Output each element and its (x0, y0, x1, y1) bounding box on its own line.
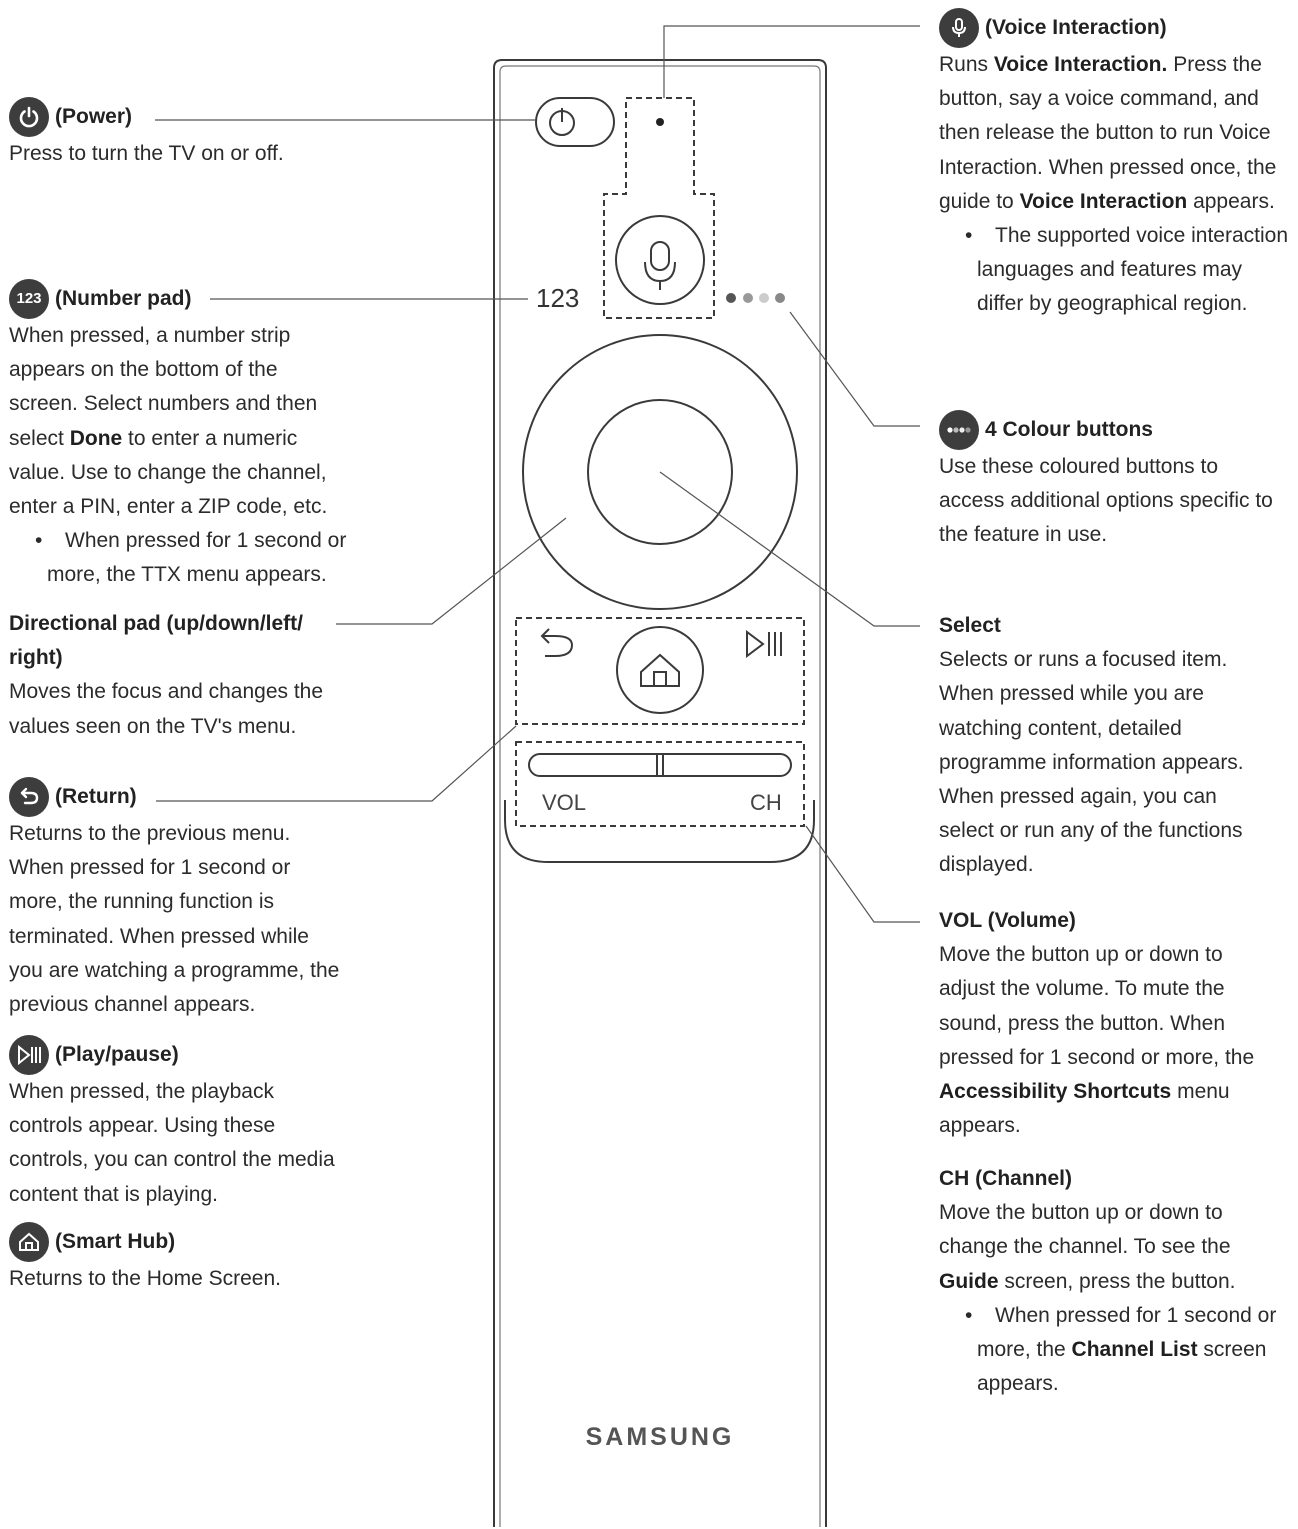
bullet: •When pressed for 1 second or (35, 529, 347, 553)
leader-select (659, 471, 920, 627)
leader-dpad (336, 517, 567, 625)
select-title: Select (939, 614, 1001, 637)
number-label: 123 (536, 283, 580, 313)
ch-label: CH (750, 790, 782, 815)
voice-section: (Voice Interaction) Runs Voice Interacti… (939, 8, 1298, 322)
leader-vol-ch (805, 825, 920, 923)
select-section: Select Selects or runs a focused item. W… (939, 609, 1298, 883)
remote-select-button (587, 399, 733, 545)
power-icon (9, 97, 49, 137)
leader-return (156, 725, 517, 802)
remote-colour-dot (759, 293, 769, 303)
remote-body (493, 59, 827, 1527)
bullet: •When pressed for 1 second or (965, 1303, 1277, 1327)
power-desc: Press to turn the TV on or off. (9, 142, 284, 165)
return-section: (Return) Returns to the previous menu. W… (9, 777, 379, 1022)
brand-logo: SAMSUNG (585, 1423, 735, 1451)
dpad-title: Directional pad (up/down/left/ (9, 612, 303, 635)
smart-hub-title: (Smart Hub) (55, 1229, 176, 1253)
smart-hub-section: (Smart Hub) Returns to the Home Screen. (9, 1222, 379, 1296)
number-pad-section: 123 (Number pad) When pressed, a number … (9, 279, 379, 593)
volume-title: VOL (Volume) (939, 909, 1076, 932)
power-section: (Power) Press to turn the TV on or off. (9, 97, 369, 171)
number-pad-icon: 123 (9, 279, 49, 319)
home-icon (9, 1222, 49, 1262)
leader-voice (663, 25, 920, 98)
channel-title: CH (Channel) (939, 1167, 1072, 1190)
volume-section: VOL (Volume) Move the button up or down … (939, 904, 1298, 1143)
colour-buttons-title: 4 Colour buttons (985, 417, 1153, 441)
return-title: (Return) (55, 784, 137, 808)
remote-colour-dot (743, 293, 753, 303)
remote-colour-dot (775, 293, 785, 303)
number-pad-title: (Number pad) (55, 286, 192, 310)
play-pause-icon (9, 1035, 49, 1075)
vol-label: VOL (542, 790, 587, 815)
bullet: •The supported voice interaction (965, 224, 1289, 248)
remote-home-button (616, 626, 704, 714)
channel-section: CH (Channel) Move the button up or down … (939, 1162, 1298, 1401)
return-icon (9, 777, 49, 817)
voice-title: (Voice Interaction) (985, 15, 1167, 39)
leader-colour (789, 311, 920, 427)
colour-buttons-section: 4 Colour buttons Use these coloured butt… (939, 410, 1298, 553)
colour-dots-icon (939, 410, 979, 450)
remote-power-button (535, 97, 615, 147)
remote-dpad (522, 334, 798, 610)
remote-vol-ch-rocker (528, 753, 792, 777)
power-title: (Power) (55, 104, 133, 128)
microphone-icon (939, 8, 979, 48)
play-pause-title: (Play/pause) (55, 1042, 179, 1066)
remote-mic-button (615, 215, 705, 305)
dpad-section: Directional pad (up/down/left/ right) Mo… (9, 607, 379, 744)
play-pause-section: (Play/pause) When pressed, the playback … (9, 1035, 379, 1212)
remote-colour-dot (726, 293, 736, 303)
